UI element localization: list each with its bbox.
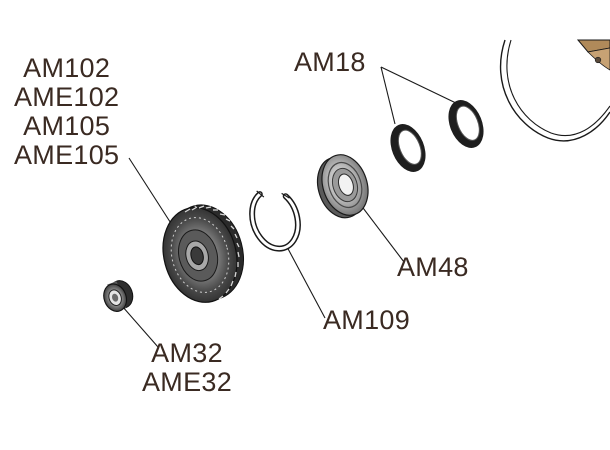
- label-am109: AM109: [323, 305, 411, 335]
- circlip: [249, 190, 301, 252]
- leader-am109: [285, 244, 326, 319]
- leader-lines: [121, 66, 459, 348]
- housing-fragment: [499, 39, 610, 142]
- leader-am48: [356, 199, 405, 263]
- seal-ring-outer: [448, 100, 484, 148]
- bushing: [103, 280, 134, 312]
- label-am48: AM48: [397, 252, 469, 282]
- leader-am18-inner: [380, 66, 396, 125]
- leader-gear: [128, 157, 175, 229]
- label-ame32: AME32: [142, 367, 233, 397]
- bearing: [316, 154, 369, 219]
- label-am18: AM18: [294, 47, 366, 77]
- gear-label-group: AM102 AME102 AM105 AME105: [14, 54, 119, 170]
- gear-teeth: [184, 205, 240, 300]
- label-am105: AM105: [23, 111, 111, 141]
- label-ame102: AME102: [14, 82, 120, 112]
- leader-am18-outer: [380, 66, 459, 105]
- label-ame105: AME105: [14, 140, 120, 170]
- seal-ring-inner: [390, 124, 426, 172]
- label-am102: AM102: [23, 53, 111, 83]
- gear: [162, 204, 244, 303]
- leader-am32: [121, 305, 159, 348]
- bushing-label-group: AM32 AME32: [142, 339, 232, 397]
- label-am32: AM32: [151, 338, 223, 368]
